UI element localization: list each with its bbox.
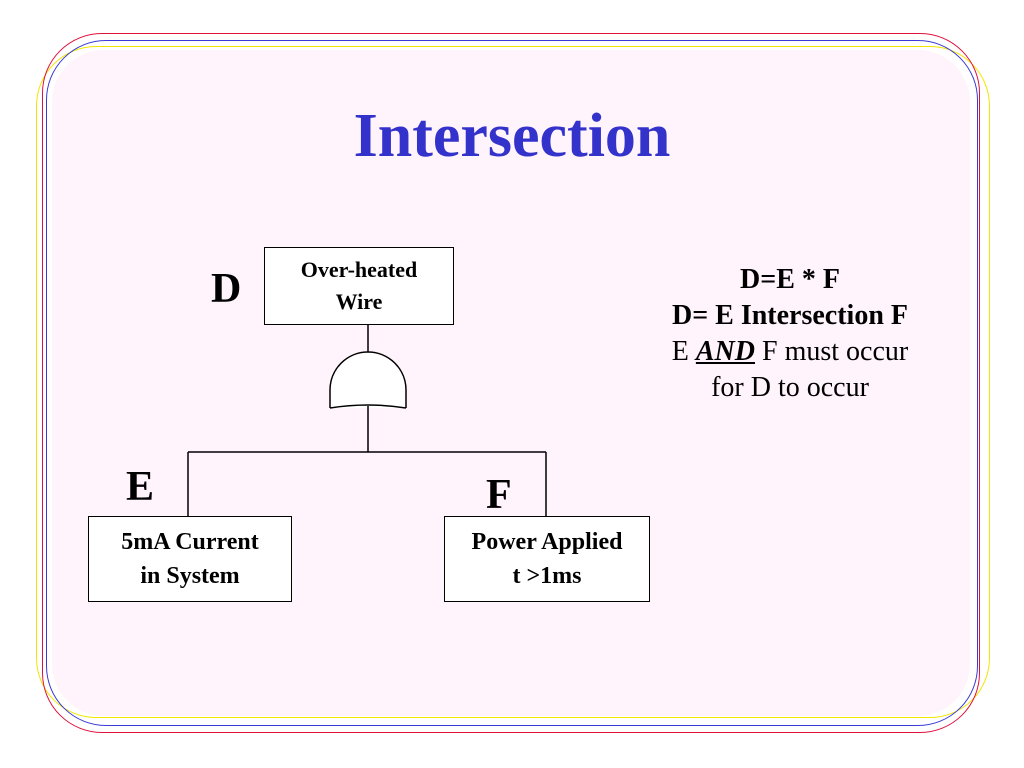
event-box-d: Over-heated Wire xyxy=(264,247,454,325)
formula-and-word: AND xyxy=(695,336,755,367)
event-label-e: E xyxy=(126,464,155,510)
event-box-f: Power Applied t >1ms xyxy=(444,516,650,602)
formula-line-1: D=E * F xyxy=(740,264,840,295)
event-box-e: 5mA Current in System xyxy=(88,516,292,602)
event-label-d: D xyxy=(211,266,242,312)
event-f-text-line1: Power Applied xyxy=(471,529,623,555)
formula-line-3: E AND F must occur xyxy=(630,334,950,370)
formula-line-3-pre: E xyxy=(671,336,696,367)
event-d-text-line2: Wire xyxy=(335,289,383,314)
event-e-text-line2: in System xyxy=(140,563,240,589)
event-f-text-line2: t >1ms xyxy=(512,563,582,589)
formula-line-2: D= E Intersection F xyxy=(671,300,909,331)
formula-block: D=E * F D= E Intersection F E AND F must… xyxy=(630,262,950,406)
event-e-text-line1: 5mA Current xyxy=(121,529,259,555)
event-d-text-line1: Over-heated xyxy=(300,257,418,282)
frame-yellow-border xyxy=(36,46,990,718)
slide-background xyxy=(52,50,970,716)
and-gate-icon xyxy=(329,351,407,408)
frame-red-border xyxy=(42,33,980,733)
event-label-f: F xyxy=(486,472,512,518)
formula-line-4: for D to occur xyxy=(711,372,869,403)
formula-line-3-post: F must occur xyxy=(755,336,909,367)
slide-title: Intersection xyxy=(353,102,671,170)
and-gate-base xyxy=(329,404,407,409)
frame-blue-border xyxy=(46,40,978,726)
